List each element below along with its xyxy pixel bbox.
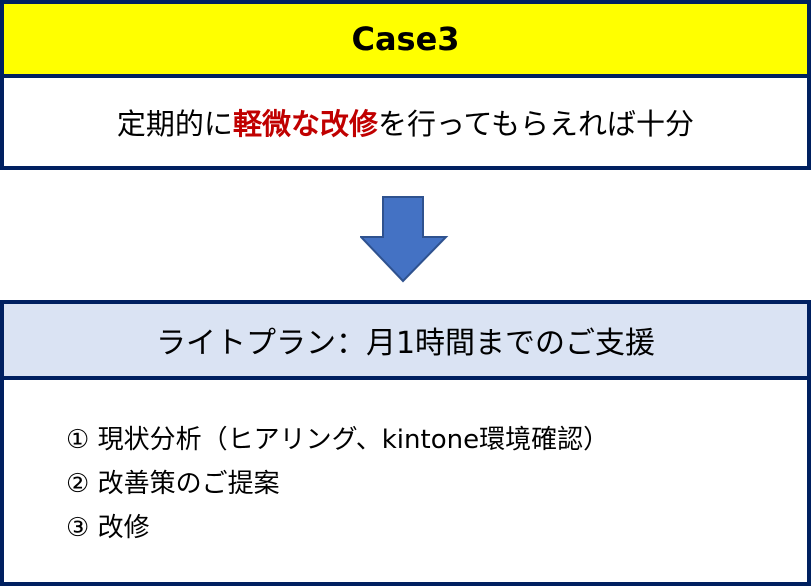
plan-item: ② 改善策のご提案 bbox=[66, 469, 280, 499]
description-highlight: 軽微な改修 bbox=[232, 107, 378, 141]
case-description: 定期的に軽微な改修を行ってもらえれば十分 bbox=[117, 101, 694, 143]
plan-items-box: ① 現状分析（ヒアリング、kintone環境確認） ② 改善策のご提案 ③ 改修 bbox=[0, 376, 811, 586]
down-arrow-icon bbox=[360, 196, 449, 283]
plan-item: ③ 改修 bbox=[66, 513, 150, 543]
case-title-box: Case3 bbox=[0, 0, 811, 78]
plan-item: ① 現状分析（ヒアリング、kintone環境確認） bbox=[66, 425, 610, 455]
description-pre: 定期的に bbox=[116, 107, 233, 141]
description-post: を行ってもらえれば十分 bbox=[377, 107, 695, 141]
case-description-box: 定期的に軽微な改修を行ってもらえれば十分 bbox=[0, 74, 811, 170]
plan-title: ライトプラン：月1時間までのご支援 bbox=[155, 326, 656, 361]
case-title: Case3 bbox=[351, 20, 460, 58]
plan-title-box: ライトプラン：月1時間までのご支援 bbox=[0, 300, 811, 380]
